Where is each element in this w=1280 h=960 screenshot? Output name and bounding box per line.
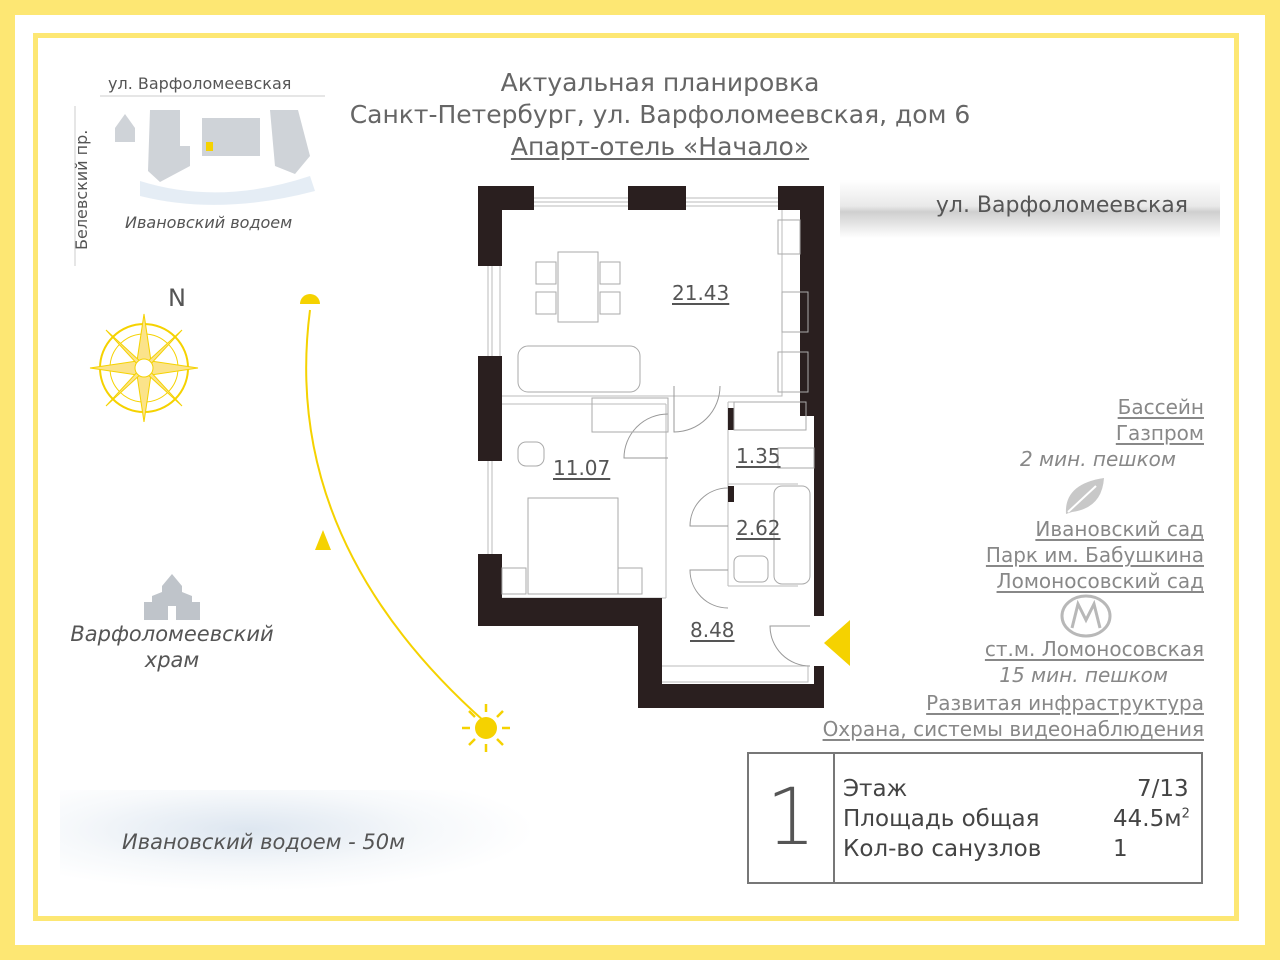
sun-arc [305,309,486,723]
church-mini-icon [115,114,135,142]
building-shape [270,110,310,174]
sun-direction-arrow [315,530,331,550]
floor-label: Этаж [843,776,908,802]
leaf-icon [1065,478,1104,514]
garden2: Парк им. Бабушкина [985,543,1204,567]
pool-line1: Бассейн [1117,395,1204,419]
apartment-marker [206,142,213,151]
area-label: Площадь общая [843,806,1040,832]
mini-map-street-top: ул. Варфоломеевская [108,74,292,93]
garden3: Ломоносовский сад [996,569,1204,593]
header-address: Санкт-Петербург, ул. Варфоломеевская, до… [349,100,971,129]
bath-value: 1 [1113,836,1128,862]
furniture [501,219,815,595]
walls [478,186,824,708]
mini-map-water: Ивановский водоем [125,213,293,232]
bath-label: Кол-во санузлов [843,836,1042,862]
water-distance-label: Ивановский водоем - 50м [122,830,405,854]
sunset-icon [300,294,320,304]
header-project: Апарт-отель «Начало» [280,132,1040,161]
water-band [60,790,530,890]
street-band [840,180,1220,238]
infra-label: Развитая инфраструктура [926,691,1204,715]
building-shape [148,110,190,182]
security-label: Охрана, системы видеонаблюдения [822,717,1204,741]
pool-walk: 2 мин. пешком [1019,447,1176,471]
floor-plan [478,186,824,708]
project-name: Апарт-отель «Начало» [510,132,810,161]
area-unit-sup: 2 [1181,806,1190,822]
church-label-line1: Варфоломеевский [70,622,274,646]
sun-path [300,294,510,752]
amenity-metro: ст.м. Ломоносовская [985,636,1204,662]
building-shape [202,118,260,156]
metro-station: ст.м. Ломоносовская [984,637,1204,661]
pool-line2: Газпром [1115,421,1204,445]
amenity-pool: Бассейн Газпром [1116,394,1204,446]
apartment-info-box: 1 Этаж 7/13 Площадь общая 44.5м2 Кол-во … [747,752,1203,884]
room-area-hall: 8.48 [690,618,735,642]
street-label-right: ул. Варфоломеевская [935,193,1188,218]
room-area-wc: 1.35 [736,444,781,468]
yellow-frame [33,33,1239,921]
floor-value: 7/13 [1137,776,1189,802]
header-title: Актуальная планировка [500,68,820,97]
rooms-count: 1 [749,754,835,882]
mini-map [74,95,325,266]
church-icon [144,574,200,620]
metro-icon [1060,594,1112,638]
garden1: Ивановский сад [1035,517,1204,541]
entrance-arrow-icon [824,620,850,666]
metro-walk: 15 мин. пешком [999,663,1168,687]
room-area-bedroom: 11.07 [553,456,611,480]
church-label-line2: храм [144,648,200,672]
room-area-bath: 2.62 [736,516,781,540]
mini-map-street-side: Белевский пр. [72,129,91,250]
amenity-infra: Развитая инфраструктура Охрана, системы … [823,690,1204,742]
area-value-wrap: 44.5м2 [1113,806,1190,832]
compass-rose-icon [89,313,199,422]
room-area-living: 21.43 [672,281,730,305]
sun-icon [462,704,510,752]
amenity-gardens: Ивановский сад Парк им. Бабушкина Ломоно… [986,516,1204,594]
water-shape [140,176,315,205]
north-label: N [168,284,186,312]
area-value: 44.5м [1113,806,1182,832]
